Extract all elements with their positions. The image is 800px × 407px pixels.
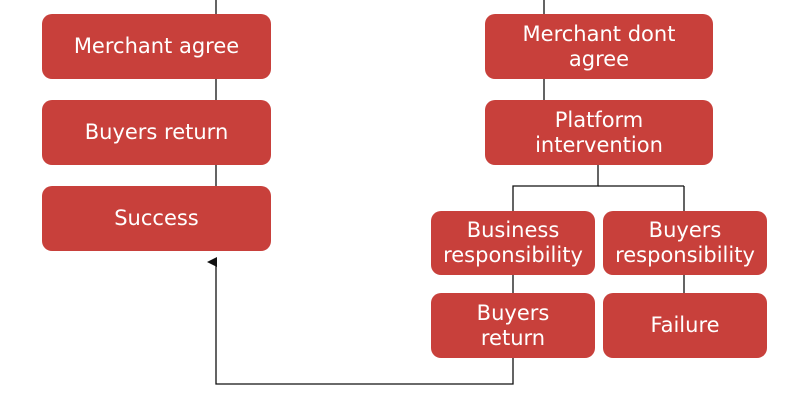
connector-platform-split (512, 165, 599, 211)
node-success: Success (42, 186, 271, 251)
node-buyers-return-right: Buyers return (431, 293, 595, 358)
node-merchant-agree: Merchant agree (42, 14, 271, 79)
node-buyers-return-left: Buyers return (42, 100, 271, 165)
node-platform-intervention: Platform intervention (485, 100, 713, 165)
return-to-success-arrow (207, 257, 514, 385)
node-business-responsibility: Business responsibility (431, 211, 595, 275)
node-failure: Failure (603, 293, 767, 358)
node-buyers-responsibility: Buyers responsibility (603, 211, 767, 275)
node-merchant-dont-agree: Merchant dont agree (485, 14, 713, 79)
